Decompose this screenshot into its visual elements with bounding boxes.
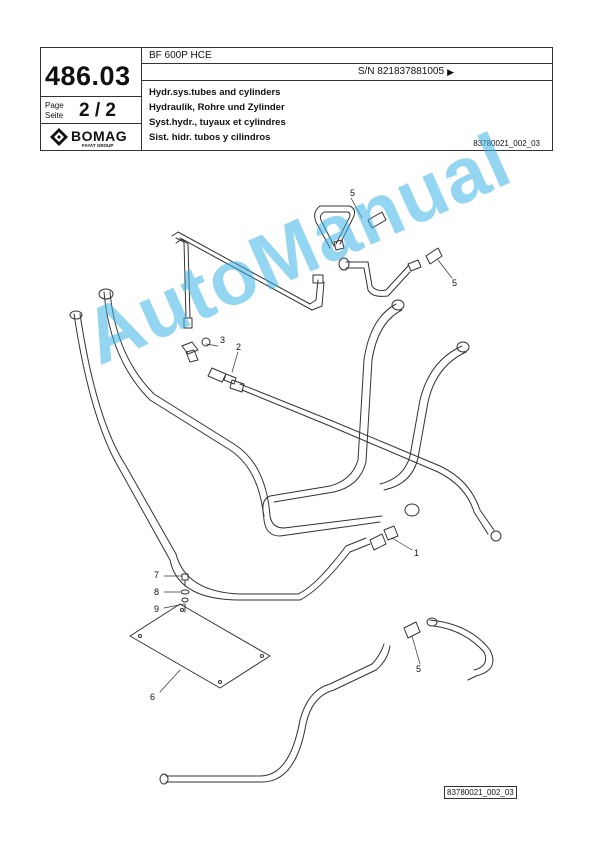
tube-bottom <box>159 617 494 785</box>
callout-5-right: 5 <box>452 278 457 288</box>
title-block: 486.03 Page Seite 2 / 2 BOMAG FAYAT GROU… <box>40 47 553 151</box>
logo-subtitle: FAYAT GROUP <box>82 143 114 148</box>
tube-large-left <box>69 288 399 601</box>
serial-number: S/N 821837881005 <box>357 66 444 77</box>
callout-2: 2 <box>236 342 241 352</box>
page-number: 2 / 2 <box>79 100 116 121</box>
model-name: BF 600P HCE <box>149 50 212 61</box>
part-number: 486.03 <box>45 61 131 91</box>
tube-right-group <box>262 299 470 517</box>
cover-plate <box>129 573 271 689</box>
arrow-right-icon: ▶ <box>447 67 454 77</box>
callout-8: 8 <box>154 587 159 597</box>
callout-7: 7 <box>154 570 159 580</box>
footer-drawing-number: 83780021_002_03 <box>444 786 517 799</box>
divider <box>141 63 552 64</box>
logo-wordmark: BOMAG <box>71 128 128 144</box>
fitting-group <box>181 337 237 385</box>
callout-5-top: 5 <box>350 188 355 198</box>
title-en: Hydr.sys.tubes and cylinders <box>149 87 281 98</box>
divider <box>41 96 141 97</box>
drawing-number: 83780021_002_03 <box>473 139 540 148</box>
logo-mark-icon <box>50 128 68 146</box>
divider <box>41 123 141 124</box>
exploded-view-drawing: 5 5 3 2 1 7 8 9 6 5 <box>69 188 502 785</box>
divider <box>141 48 142 150</box>
page-label: Page Seite <box>45 101 64 120</box>
tube-long-diagonal <box>229 379 502 542</box>
tube-top-left <box>171 231 325 329</box>
title-de: Hydraulik, Rohre und Zylinder <box>149 102 285 113</box>
tube-top-right-loop <box>314 205 443 297</box>
divider <box>141 80 552 81</box>
callout-9: 9 <box>154 604 159 614</box>
bomag-logo: BOMAG FAYAT GROUP <box>49 127 137 149</box>
callout-1: 1 <box>414 548 419 558</box>
title-fr: Syst.hydr., tuyaux et cylindres <box>149 117 286 128</box>
title-es: Sist. hidr. tubos y cilindros <box>149 132 271 143</box>
title-list: Hydr.sys.tubes and cylinders Hydraulik, … <box>149 85 286 145</box>
callout-5-bottom: 5 <box>416 664 421 674</box>
leader-lines <box>159 197 453 693</box>
callout-3: 3 <box>220 335 225 345</box>
callout-6: 6 <box>150 692 155 702</box>
